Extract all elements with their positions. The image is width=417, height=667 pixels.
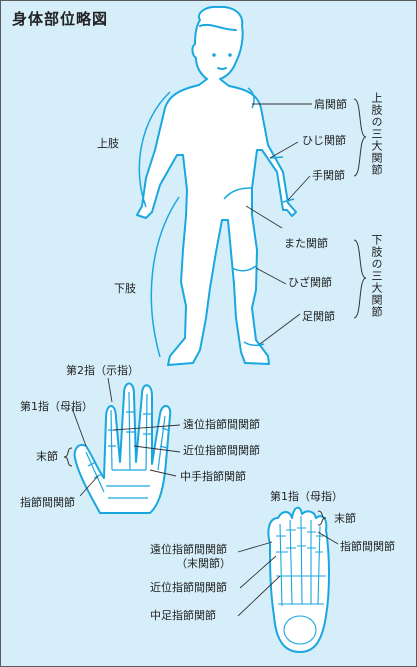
- hand-distal-phalanx-label: 末節: [36, 450, 58, 463]
- hip-joint-label: また関節: [284, 237, 328, 250]
- upper-limb-label: 上肢: [97, 137, 119, 150]
- hand-first-finger-label: 第1指（母指）: [20, 400, 93, 413]
- wrist-joint-label: 手関節: [312, 169, 345, 182]
- knee-joint-label: ひざ関節: [288, 276, 332, 289]
- hip-joint-mark: [223, 187, 253, 200]
- hand-dip-joint-label: 遠位指節間関節: [183, 418, 260, 431]
- lower-three-joints-label: 下肢の三大関節: [370, 234, 383, 318]
- shoulder-joint-label: 肩関節: [314, 98, 347, 111]
- foot-first-toe-label: 第1指（母指）: [270, 490, 343, 503]
- upper-limb-arc: [138, 91, 171, 208]
- lower-limb-arc: [150, 196, 180, 358]
- hand-ip-joint-label: 指節間関節: [20, 496, 75, 509]
- foot-dip-joint-label-line2: （末関節）: [176, 557, 231, 570]
- lower-limb-label: 下肢: [114, 282, 136, 295]
- foot-mtp-joint-label: 中足指節関節: [150, 609, 216, 622]
- foot-distal-phalanx-label: 末節: [334, 512, 356, 525]
- ankle-joint-label: 足関節: [302, 310, 335, 323]
- foot-pip-joint-label: 近位指節間関節: [150, 581, 227, 594]
- foot-figure: [267, 506, 330, 653]
- human-body-figure: [136, 5, 297, 366]
- elbow-joint-label: ひじ関節: [302, 134, 346, 147]
- lower-joints-bracket: [353, 239, 367, 319]
- hand-mcp-joint-label: 中手指節関節: [180, 470, 246, 483]
- hand-pip-joint-label: 近位指節間関節: [183, 444, 260, 457]
- page-title: 身体部位略図: [12, 10, 109, 28]
- foot-distal-bracket: [317, 510, 327, 526]
- left-eye: [212, 53, 216, 57]
- elbow-joint-mark: [269, 156, 284, 159]
- shoulder-joint-mark: [247, 87, 255, 109]
- hand-distal-bracket: [63, 447, 73, 467]
- right-eye: [228, 53, 232, 57]
- hair-line: [199, 23, 237, 31]
- ankle-joint-mark: [243, 341, 265, 347]
- foot-ip-joint-label: 指節間関節: [340, 540, 395, 553]
- upper-three-joints-label: 上肢の三大関節: [370, 92, 383, 176]
- upper-joints-bracket: [353, 98, 367, 177]
- foot-dip-joint-label-line1: 遠位指節間関節: [150, 543, 227, 556]
- wrist-joint-mark: [282, 198, 295, 203]
- hand-second-finger-label: 第2指（示指）: [66, 364, 139, 377]
- mouth: [217, 67, 227, 70]
- knee-joint-mark: [231, 265, 257, 272]
